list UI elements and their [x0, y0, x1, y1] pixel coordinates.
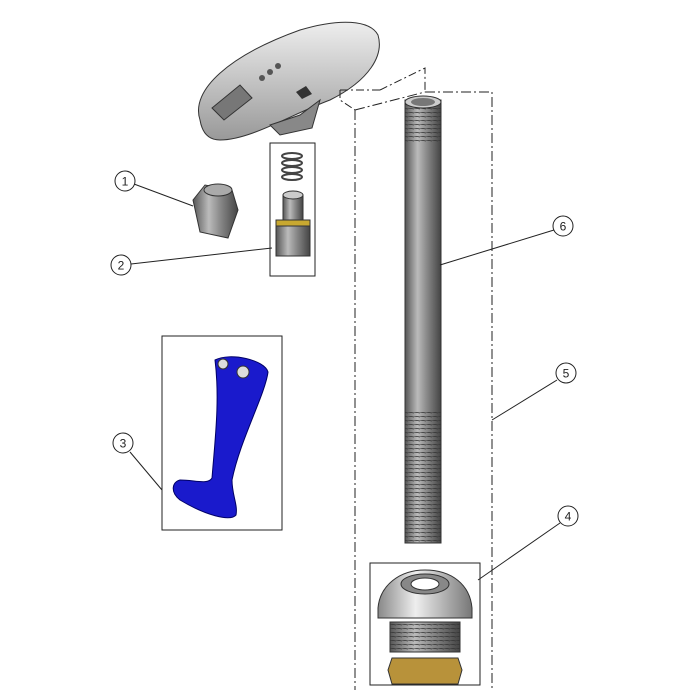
bubbler-head — [198, 21, 380, 141]
callout-4: 4 — [557, 505, 579, 527]
callout-label: 6 — [560, 220, 567, 234]
callout-label: 4 — [565, 510, 572, 524]
handle-box — [161, 335, 283, 531]
flange-box — [369, 562, 481, 686]
callout-label: 3 — [120, 437, 127, 451]
callout-5: 5 — [555, 362, 577, 384]
riser-box — [354, 91, 493, 690]
lever-handle — [172, 356, 269, 519]
bonnet-nut — [192, 183, 239, 239]
callout-3: 3 — [112, 432, 134, 454]
callout-2: 2 — [110, 254, 132, 276]
riser-pipe — [404, 95, 442, 544]
callout-label: 2 — [118, 259, 125, 273]
cartridge — [275, 190, 311, 257]
callout-1: 1 — [114, 170, 136, 192]
flange — [377, 569, 473, 685]
cartridge-box — [269, 142, 316, 277]
callout-label: 1 — [122, 175, 129, 189]
spring — [281, 152, 303, 181]
leader-lines — [129, 183, 561, 581]
brass-nut — [387, 657, 463, 685]
callout-label: 5 — [563, 367, 570, 381]
callout-6: 6 — [552, 215, 574, 237]
